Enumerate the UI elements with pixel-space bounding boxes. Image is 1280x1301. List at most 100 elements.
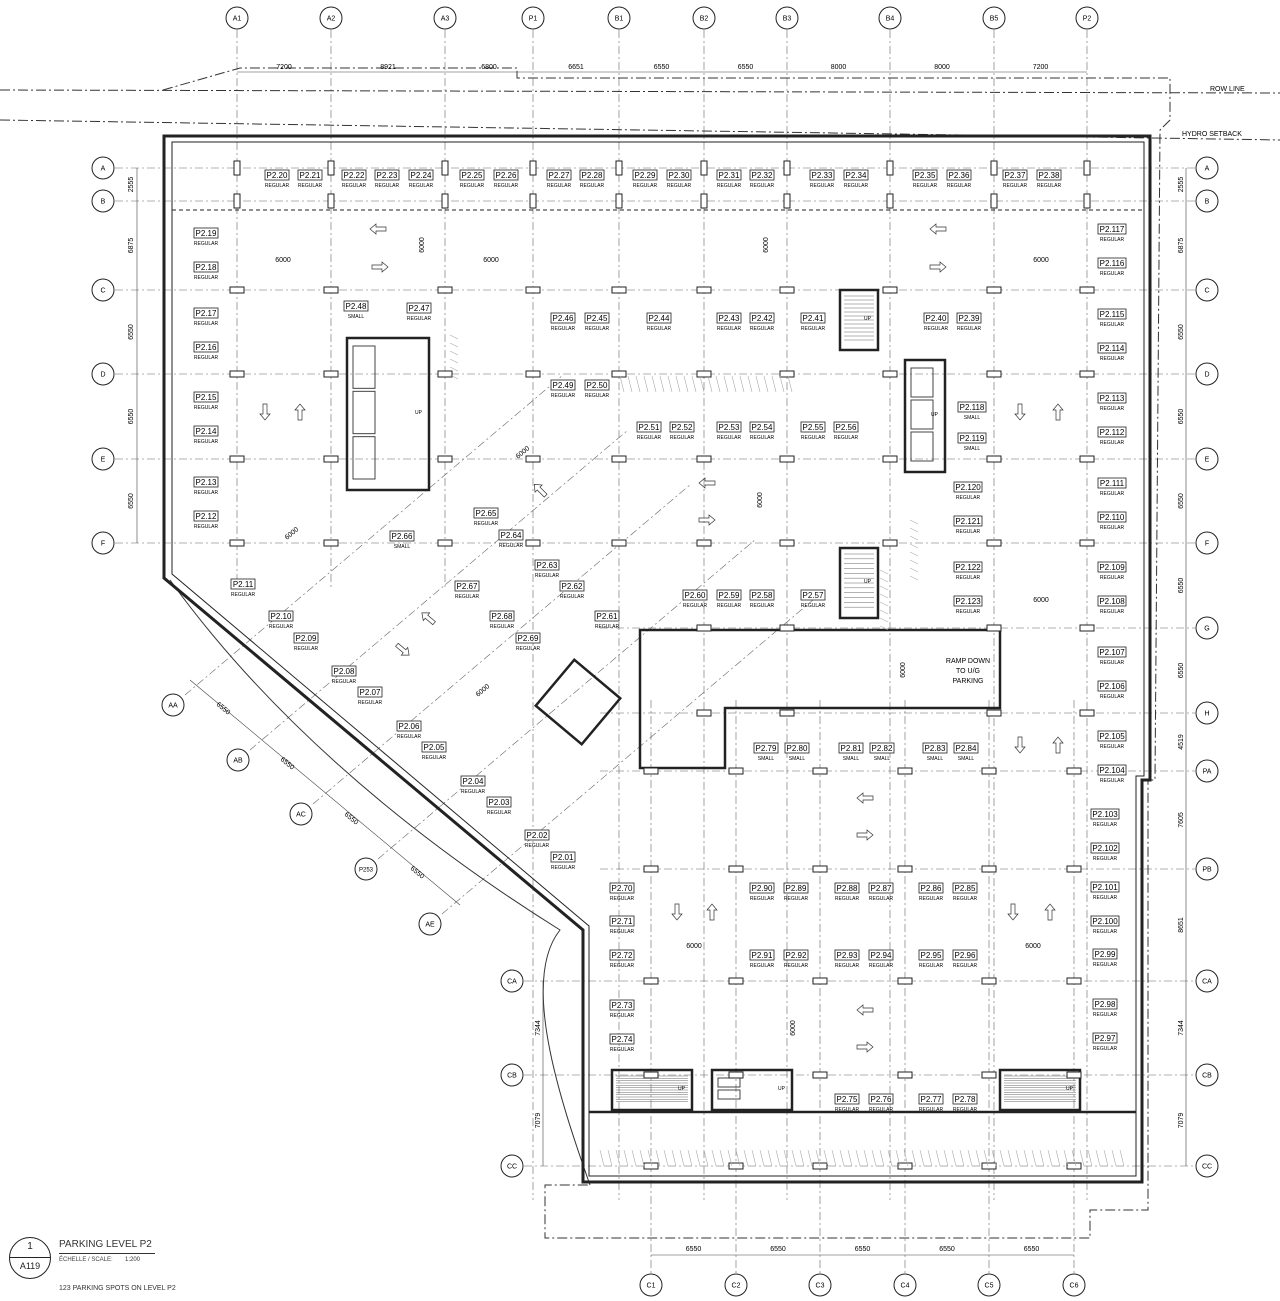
spot-number: P2.58 <box>752 591 773 600</box>
grid-bubble-left-D: D <box>91 362 115 386</box>
spot-type: REGULAR <box>953 963 978 969</box>
column <box>783 160 791 176</box>
spot-type: REGULAR <box>835 963 860 969</box>
spot-number: P2.32 <box>752 171 773 180</box>
aisle-dimension: 6000 <box>483 257 499 264</box>
grid-bubble-right-PB-label: PB <box>1202 867 1212 874</box>
column <box>643 865 659 873</box>
spot-number: P2.12 <box>196 512 217 521</box>
spot-type: REGULAR <box>683 603 708 609</box>
aisle-dimension: 6000 <box>284 526 301 541</box>
spot-type: REGULAR <box>750 326 775 332</box>
column <box>611 370 627 378</box>
column <box>643 767 659 775</box>
spot-type: REGULAR <box>397 734 422 740</box>
spot-number: P2.03 <box>489 798 510 807</box>
column <box>441 160 449 176</box>
grid-bubble-AE: AE <box>418 912 442 936</box>
arrow-right-icon <box>698 514 716 526</box>
spot-type: REGULAR <box>1093 929 1118 935</box>
spot-type: REGULAR <box>801 435 826 441</box>
svg-text:UP: UP <box>931 412 939 418</box>
column <box>986 624 1002 632</box>
column <box>696 624 712 632</box>
bike-rack-hatch <box>449 334 459 380</box>
spot-type: REGULAR <box>750 963 775 969</box>
bike-rack-hatch <box>909 519 919 581</box>
spot-number: P2.100 <box>1092 917 1118 926</box>
spot-number: P2.18 <box>196 263 217 272</box>
spot-number: P2.115 <box>1100 310 1125 319</box>
aisle-dimension: 6000 <box>475 683 492 698</box>
column <box>981 977 997 985</box>
column <box>981 865 997 873</box>
spot-type: REGULAR <box>633 183 658 189</box>
column <box>728 767 744 775</box>
spot-type: REGULAR <box>869 963 894 969</box>
spot-number: P2.16 <box>196 343 217 352</box>
spot-type: REGULAR <box>667 183 692 189</box>
column <box>1066 1162 1082 1170</box>
column <box>1083 193 1091 209</box>
spot-type: SMALL <box>348 314 365 320</box>
column <box>882 370 898 378</box>
dimension-label: 6550 <box>738 64 754 71</box>
column <box>529 193 537 209</box>
spot-number: P2.113 <box>1100 394 1125 403</box>
grid-bubble-right-H-label: H <box>1204 711 1209 718</box>
grid-bubble-left-CA: CA <box>500 969 524 993</box>
spot-number: P2.29 <box>635 171 656 180</box>
spot-number: P2.123 <box>955 597 981 606</box>
grid-bubble-left-C-label: C <box>100 288 105 295</box>
spot-number: P2.62 <box>562 582 583 591</box>
spot-number: P2.91 <box>752 951 773 960</box>
spot-type: REGULAR <box>194 275 219 281</box>
grid-bubble-left-CA-label: CA <box>507 979 517 986</box>
spot-type: SMALL <box>874 756 891 762</box>
spot-type: REGULAR <box>407 316 432 322</box>
spot-number: P2.89 <box>786 884 807 893</box>
spot-number: P2.79 <box>756 744 777 753</box>
detail-bubble: 1 A119 <box>9 1237 51 1279</box>
arrow-left-icon <box>856 792 874 804</box>
spot-number: P2.56 <box>836 423 857 432</box>
spot-number: P2.96 <box>955 951 976 960</box>
grid-bubble-right-G: G <box>1195 616 1219 640</box>
spot-type: REGULAR <box>460 183 485 189</box>
spot-number: P2.78 <box>955 1095 976 1104</box>
dimension-label: 6550 <box>686 1246 702 1253</box>
grid-line-AB <box>249 429 629 751</box>
grid-bubble-C6-label: C6 <box>1070 1283 1079 1290</box>
grid-bubble-left-A: A <box>91 156 115 180</box>
column <box>1079 709 1095 717</box>
spot-type: REGULAR <box>801 326 826 332</box>
grid-bubble-left-D-label: D <box>100 372 105 379</box>
spot-type: REGULAR <box>924 326 949 332</box>
grid-bubble-right-CB: CB <box>1195 1063 1219 1087</box>
spot-type: SMALL <box>964 415 981 421</box>
spot-number: P2.07 <box>360 688 381 697</box>
arrow-right-icon <box>856 1041 874 1053</box>
column <box>897 977 913 985</box>
